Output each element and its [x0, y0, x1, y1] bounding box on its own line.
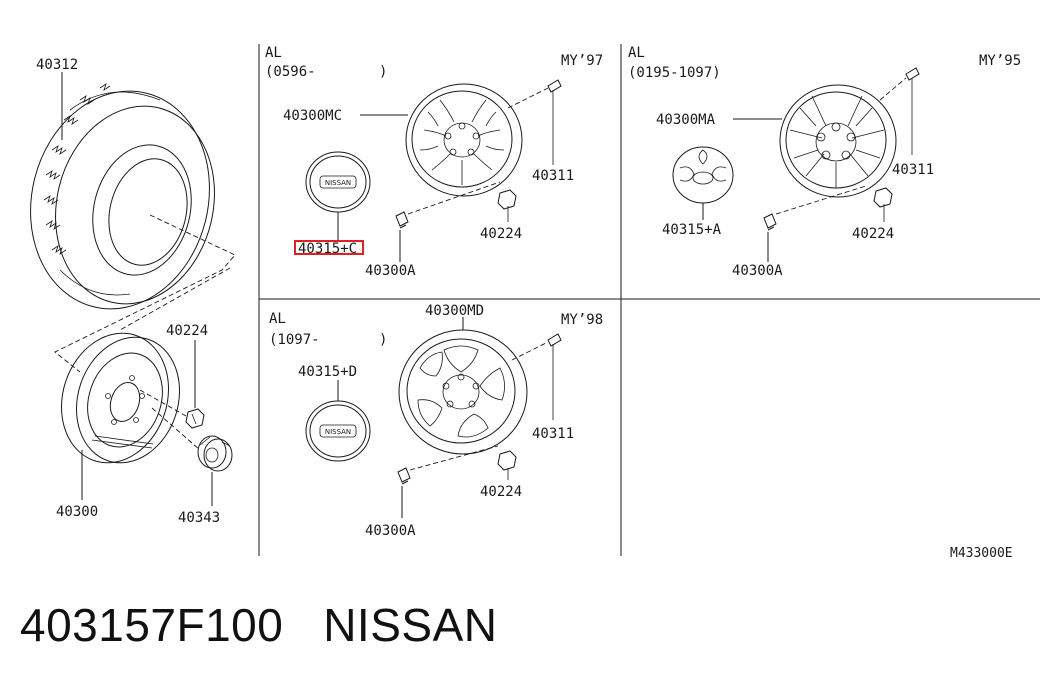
sec1-my: MY’97 [561, 53, 603, 69]
label-sec2-cap: 40315+A [662, 222, 722, 238]
label-sec3-weight: 40300A [365, 523, 416, 539]
label-wheel-steel: 40300 [56, 504, 98, 520]
sec2-balance-weight[interactable] [763, 213, 777, 231]
diagram-code: M433000E [950, 546, 1013, 561]
sec3-balance-weight[interactable] [397, 467, 411, 485]
sec2-bolt[interactable] [905, 67, 920, 155]
sec1-range-a: AL [265, 45, 282, 61]
parts-diagram: 40312 40300 40224 40343 AL (0596- ) M [8, 44, 1040, 561]
center-cap-steel[interactable] [197, 435, 233, 472]
steel-wheel-illustration[interactable] [45, 319, 195, 477]
label-sec2-weight: 40300A [732, 263, 783, 279]
sec2-range-b: (0195-1097) [628, 65, 721, 81]
label-sec2-bolt: 40311 [892, 162, 934, 178]
label-sec2-nut: 40224 [852, 226, 894, 242]
sec3-center-cap[interactable]: NISSAN [305, 400, 371, 462]
sec3-range-a: AL [269, 311, 286, 327]
label-sec3-cap: 40315+D [298, 364, 357, 380]
dash-sec1-bolt [507, 87, 549, 109]
dash-cap-steel [151, 407, 201, 451]
part-caption: 403157F100 NISSAN [20, 598, 497, 652]
caption-brand: NISSAN [323, 599, 498, 651]
dash-sec1-weight [407, 181, 501, 215]
label-sec3-bolt: 40311 [532, 426, 574, 442]
label-sec2-wheel: 40300MA [656, 112, 716, 128]
sec3-range-c: ) [379, 332, 387, 348]
label-sec1-nut: 40224 [480, 226, 522, 242]
dash-sec2-weight [775, 185, 867, 215]
sec1-center-cap[interactable]: NISSAN [305, 151, 371, 213]
sec1-emblem-text: NISSAN [325, 179, 351, 187]
tire-illustration[interactable] [8, 72, 235, 328]
label-cap-steel: 40343 [178, 510, 220, 526]
section-dividers [258, 44, 1040, 556]
label-sec1-bolt: 40311 [532, 168, 574, 184]
label-sec1-wheel: 40300MC [283, 108, 342, 124]
sec2-center-cap[interactable] [672, 146, 734, 204]
caption-part-number: 403157F100 [20, 599, 284, 651]
dash-sec3-weight [409, 445, 499, 471]
dash-sec2-bolt [879, 77, 907, 101]
sec3-my: MY’98 [561, 312, 603, 328]
sec2-range-a: AL [628, 45, 645, 61]
lug-nut-left[interactable] [185, 408, 205, 429]
dash-nut-left [139, 389, 187, 417]
sec1-bolt[interactable] [547, 79, 562, 165]
sec2-my: MY’95 [979, 53, 1021, 69]
sec1-nut[interactable] [497, 189, 517, 222]
alignment-lines [54, 214, 236, 373]
dash-sec3-bolt [511, 341, 549, 361]
label-sec3-nut: 40224 [480, 484, 522, 500]
label-sec1-weight: 40300A [365, 263, 416, 279]
label-tire: 40312 [36, 57, 78, 73]
sec3-nut[interactable] [497, 450, 517, 480]
highlight-box [294, 240, 364, 255]
label-sec3-wheel: 40300MD [425, 303, 484, 319]
sec2-alloy-wheel[interactable] [779, 84, 897, 198]
sec3-emblem-text: NISSAN [325, 428, 351, 436]
label-sec1-cap[interactable]: 40315+C [298, 241, 357, 257]
sec3-range-b: (1097- [269, 332, 320, 348]
sec3-bolt[interactable] [547, 333, 562, 420]
sec1-range-b: (0596- [265, 64, 316, 80]
sec1-balance-weight[interactable] [395, 211, 409, 229]
sec2-nut[interactable] [873, 187, 893, 222]
sec1-range-c: ) [379, 64, 387, 80]
label-nut-left: 40224 [166, 323, 208, 339]
sec3-alloy-wheel[interactable] [398, 329, 528, 455]
sec1-alloy-wheel[interactable] [405, 83, 523, 197]
